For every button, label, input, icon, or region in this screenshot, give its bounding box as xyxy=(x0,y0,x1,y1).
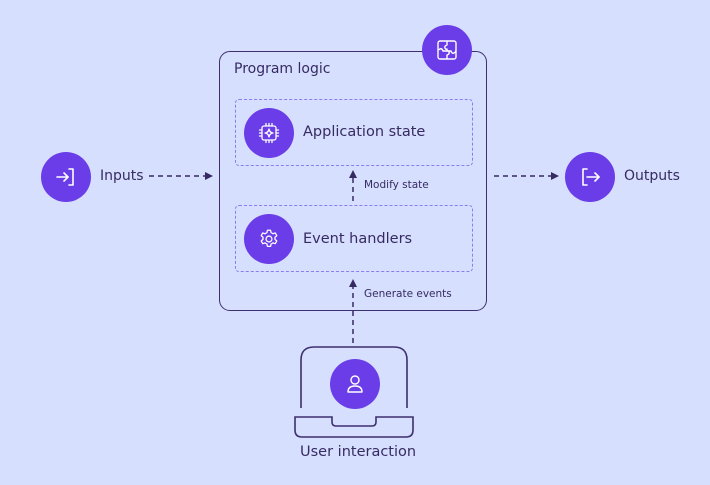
application-state-circle xyxy=(244,108,294,158)
outputs-label: Outputs xyxy=(624,168,680,184)
generate-events-label: Generate events xyxy=(364,288,452,300)
logout-arrow-icon xyxy=(582,168,600,186)
inputs-label: Inputs xyxy=(100,168,144,184)
program-logic-title: Program logic xyxy=(234,61,331,77)
user-icon xyxy=(347,375,363,393)
outputs-node-circle xyxy=(565,152,615,202)
edge-logic-to-outputs xyxy=(494,172,559,180)
event-handlers-box xyxy=(235,205,473,272)
program-logic-badge xyxy=(422,25,472,75)
chip-icon xyxy=(258,122,280,144)
event-handlers-circle xyxy=(244,214,294,264)
program-logic-box xyxy=(219,51,487,311)
edge-generate-events xyxy=(349,279,357,343)
inputs-node-circle xyxy=(41,152,91,202)
application-state-box xyxy=(235,99,473,166)
gear-icon xyxy=(260,229,278,247)
modify-state-label: Modify state xyxy=(364,179,429,191)
user-interaction-label: User interaction xyxy=(300,444,417,460)
edge-modify-state xyxy=(349,170,357,201)
event-handlers-label: Event handlers xyxy=(303,231,413,247)
user-interaction-circle xyxy=(330,359,380,409)
application-state-label: Application state xyxy=(303,124,426,140)
laptop-outline xyxy=(294,346,414,438)
edge-inputs-to-logic xyxy=(149,172,213,180)
login-arrow-icon xyxy=(56,168,74,186)
puzzle-icon xyxy=(437,40,457,60)
